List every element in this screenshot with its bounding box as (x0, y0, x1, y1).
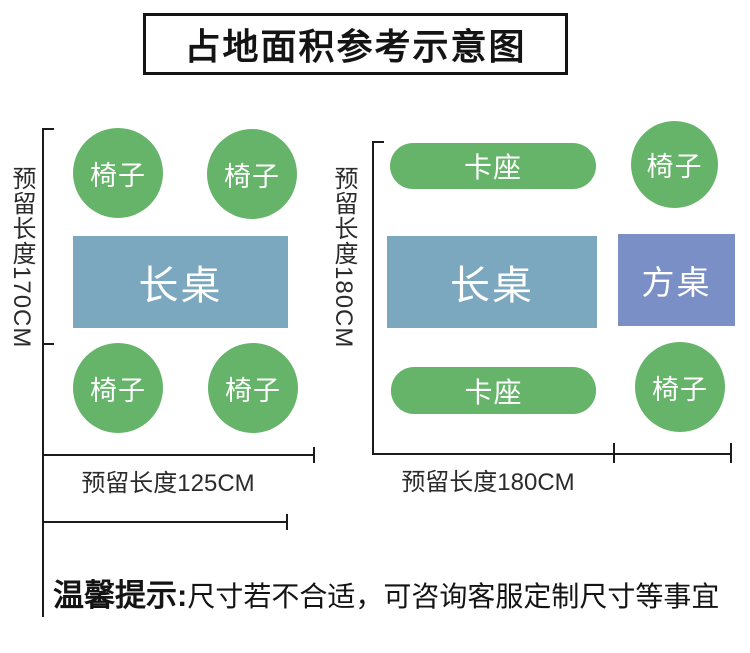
left-dim-tick-right (313, 447, 315, 463)
left-horizontal-dimension-line (42, 454, 315, 456)
right-dim-tick-top (372, 141, 384, 143)
left-horizontal-dimension-line-2 (42, 521, 288, 523)
booth-pill: 卡座 (390, 143, 596, 189)
chair-circle: 椅子 (631, 121, 718, 208)
right-vertical-dimension-line (372, 141, 374, 455)
left-dim-tick-right-2 (286, 514, 288, 530)
warm-tip-text: 尺寸若不合适，可咨询客服定制尺寸等事宜 (187, 581, 720, 612)
title-box: 占地面积参考示意图 (143, 13, 568, 75)
right-dim-tick-right (730, 443, 732, 463)
left-vertical-dimension-label: 预留长度170CM (8, 166, 35, 349)
right-horizontal-dimension-line (372, 453, 732, 455)
right-horizontal-dimension-label: 预留长度180CM (401, 469, 575, 496)
right-dim-tick-middle (613, 443, 615, 463)
right-vertical-dimension-label: 预留长度180CM (330, 166, 357, 349)
warm-tip-prefix: 温馨提示: (53, 578, 188, 613)
left-horizontal-dimension-label: 预留长度125CM (81, 470, 255, 497)
chair-circle: 椅子 (207, 129, 297, 219)
chair-circle: 椅子 (73, 128, 163, 218)
booth-pill: 卡座 (391, 367, 596, 414)
warm-tip: 温馨提示:尺寸若不合适，可咨询客服定制尺寸等事宜 (53, 570, 719, 615)
long-table-rect: 长桌 (73, 236, 288, 328)
left-vertical-dimension-line (42, 128, 44, 617)
page-title: 占地面积参考示意图 (184, 26, 527, 67)
long-table-rect: 长桌 (387, 236, 597, 328)
left-dim-tick-top (42, 128, 54, 130)
square-table-rect: 方桌 (618, 234, 735, 326)
chair-circle: 椅子 (635, 342, 725, 432)
left-dim-tick-middle (42, 343, 54, 345)
chair-circle: 椅子 (208, 343, 298, 433)
chair-circle: 椅子 (73, 343, 163, 433)
